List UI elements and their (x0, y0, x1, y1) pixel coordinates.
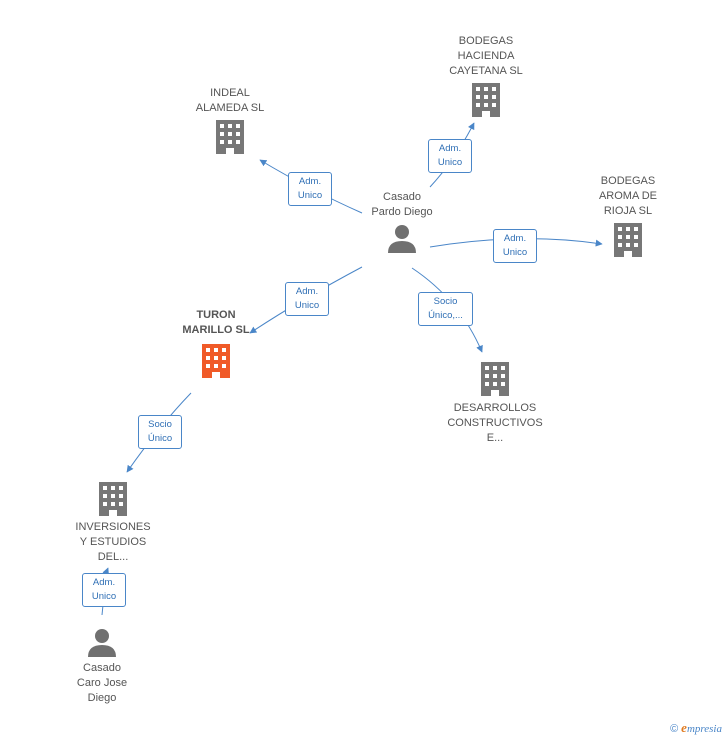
node-label: Casado Pardo Diego (371, 191, 433, 218)
edge-label: Adm. Unico (502, 233, 528, 258)
node-label: INDEAL ALAMEDA SL (195, 87, 265, 114)
building-icon (202, 344, 230, 378)
copyright-symbol: © (670, 723, 679, 735)
edge-label: Adm. Unico (437, 143, 463, 168)
brand-name: mpresia (686, 723, 722, 735)
empresia-logo: ©empresia (670, 720, 722, 736)
edge-badge-casado-caro[interactable]: Adm. Unico (82, 573, 126, 607)
node-label: BODEGAS AROMA DE RIOJA SL (598, 175, 658, 217)
node-label: INVERSIONES Y ESTUDIOS DEL... (75, 521, 151, 563)
node-label: BODEGAS HACIENDA CAYETANA SL (449, 35, 523, 77)
edge-label: Adm. Unico (297, 176, 323, 201)
edge-badge-turon[interactable]: Adm. Unico (285, 282, 329, 316)
node-casado-caro-jose-diego[interactable]: Casado Caro Jose Diego (57, 627, 147, 706)
person-icon (88, 629, 116, 657)
node-casado-pardo-diego[interactable]: Casado Pardo Diego (357, 190, 447, 253)
node-bodegas-hacienda-cayetana[interactable]: BODEGAS HACIENDA CAYETANA SL (436, 34, 536, 117)
building-icon (614, 223, 642, 257)
edge-label: Socio Único,... (428, 296, 463, 321)
node-indeal-alameda[interactable]: INDEAL ALAMEDA SL (185, 86, 275, 154)
node-bodegas-aroma-rioja[interactable]: BODEGAS AROMA DE RIOJA SL (588, 174, 668, 257)
person-icon (388, 225, 416, 253)
edge-label: Adm. Unico (294, 286, 320, 311)
edge-badge-inversiones[interactable]: Socio Único (138, 415, 182, 449)
node-inversiones-estudios[interactable]: INVERSIONES Y ESTUDIOS DEL... (68, 482, 158, 565)
edge-badge-bodegas-aroma[interactable]: Adm. Unico (493, 229, 537, 263)
building-icon (99, 482, 127, 516)
edge-badge-bodegas-hacienda[interactable]: Adm. Unico (428, 139, 472, 173)
edge-badge-indeal[interactable]: Adm. Unico (288, 172, 332, 206)
node-turon-marillo[interactable]: TURON MARILLO SL (168, 308, 264, 378)
building-icon (481, 362, 509, 396)
node-desarrollos-constructivos[interactable]: DESARROLLOS CONSTRUCTIVOS E... (440, 362, 550, 446)
building-icon (472, 83, 500, 117)
brand-initial: e (681, 720, 687, 735)
node-label: Casado Caro Jose Diego (76, 662, 128, 704)
edge-label: Socio Único (147, 419, 173, 444)
building-icon (216, 120, 244, 154)
node-label: DESARROLLOS CONSTRUCTIVOS E... (447, 402, 543, 444)
node-label: TURON MARILLO SL (182, 309, 250, 336)
edge-label: Adm. Unico (91, 577, 117, 602)
edge-badge-desarrollos[interactable]: Socio Único,... (418, 292, 473, 326)
